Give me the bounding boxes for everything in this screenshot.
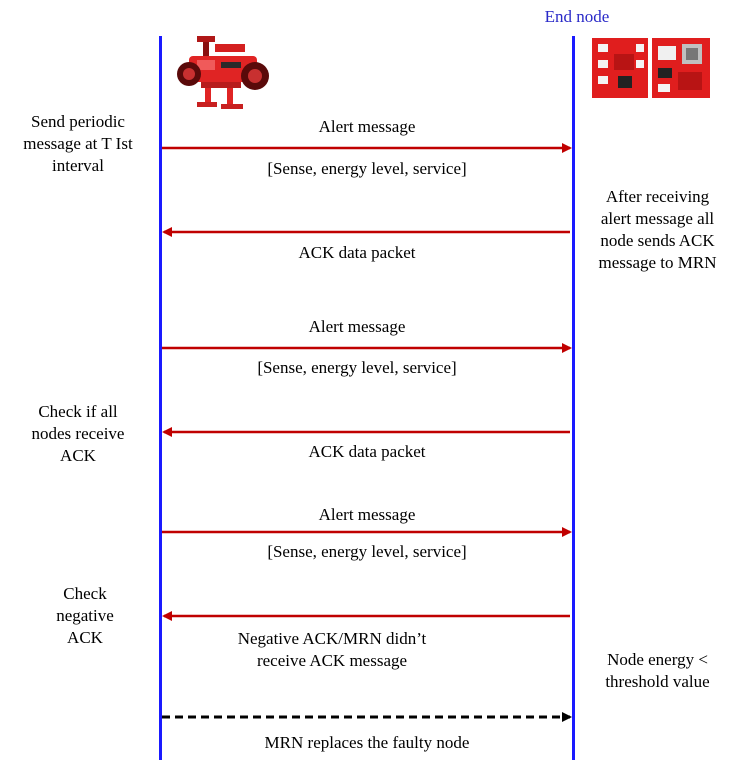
message-sublabel: [Sense, energy level, service] xyxy=(267,542,467,561)
robot-icon xyxy=(177,36,269,109)
right-note: Node energy < threshold value xyxy=(605,650,710,691)
left-note: Check if all nodes receive ACK xyxy=(31,402,125,465)
message-label: Alert message xyxy=(318,505,416,524)
end-node-lifeline xyxy=(572,36,575,760)
left-note: Send periodic message at T Ist interval xyxy=(23,112,133,175)
message-sublabel: [Sense, energy level, service] xyxy=(267,159,467,178)
message-label: Negative ACK/MRN didn’t receive ACK mess… xyxy=(237,629,427,670)
mrn-lifeline xyxy=(159,36,162,760)
left-note: Check negative ACK xyxy=(56,584,114,647)
message-sublabel: [Sense, energy level, service] xyxy=(257,358,457,377)
sensor-node-icon xyxy=(592,38,710,98)
message-label: Alert message xyxy=(318,117,416,136)
right-note: After receiving alert message all node s… xyxy=(598,187,717,272)
message-label: ACK data packet xyxy=(298,243,416,262)
message-label: MRN replaces the faulty node xyxy=(264,733,470,752)
end-node-label: End node xyxy=(544,7,610,26)
message-label: ACK data packet xyxy=(308,442,426,461)
message-label: Alert message xyxy=(308,317,406,336)
